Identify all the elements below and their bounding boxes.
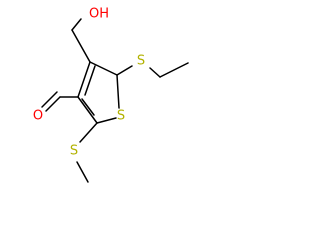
aldehyde-oxygen-label: O <box>33 109 43 124</box>
ring-sulfur-label: S <box>117 109 125 124</box>
ring-bond-c2-c3 <box>77 96 98 124</box>
thioether-sulfur-right-label: S <box>137 54 145 69</box>
ring-bond-c2-c3-double <box>81 98 95 116</box>
bond-c5-s <box>116 65 133 76</box>
ring-bond-c5-s1 <box>116 74 120 109</box>
bond-ch3-right-end <box>159 62 189 78</box>
ring-bond-c3-c4 <box>77 61 91 98</box>
ring-bond-c3-c4-double <box>84 65 96 96</box>
molecule-structure: OH O S S S <box>33 7 189 183</box>
bond-c4-ch2 <box>71 29 91 63</box>
bond-c2-s <box>79 122 98 143</box>
bond-cho-o <box>45 96 61 112</box>
hydroxyl-label: OH <box>89 7 109 22</box>
ring-bond-c4-c5 <box>89 61 118 76</box>
bond-s-ch3-bottom <box>76 161 89 183</box>
bond-ch2-oh <box>71 18 82 31</box>
bond-s-ch3-right <box>149 67 161 78</box>
bond-cho-o-double <box>41 91 58 108</box>
ring-bond-s1-c2 <box>96 117 117 124</box>
thioether-sulfur-bottom-label: S <box>70 144 78 159</box>
